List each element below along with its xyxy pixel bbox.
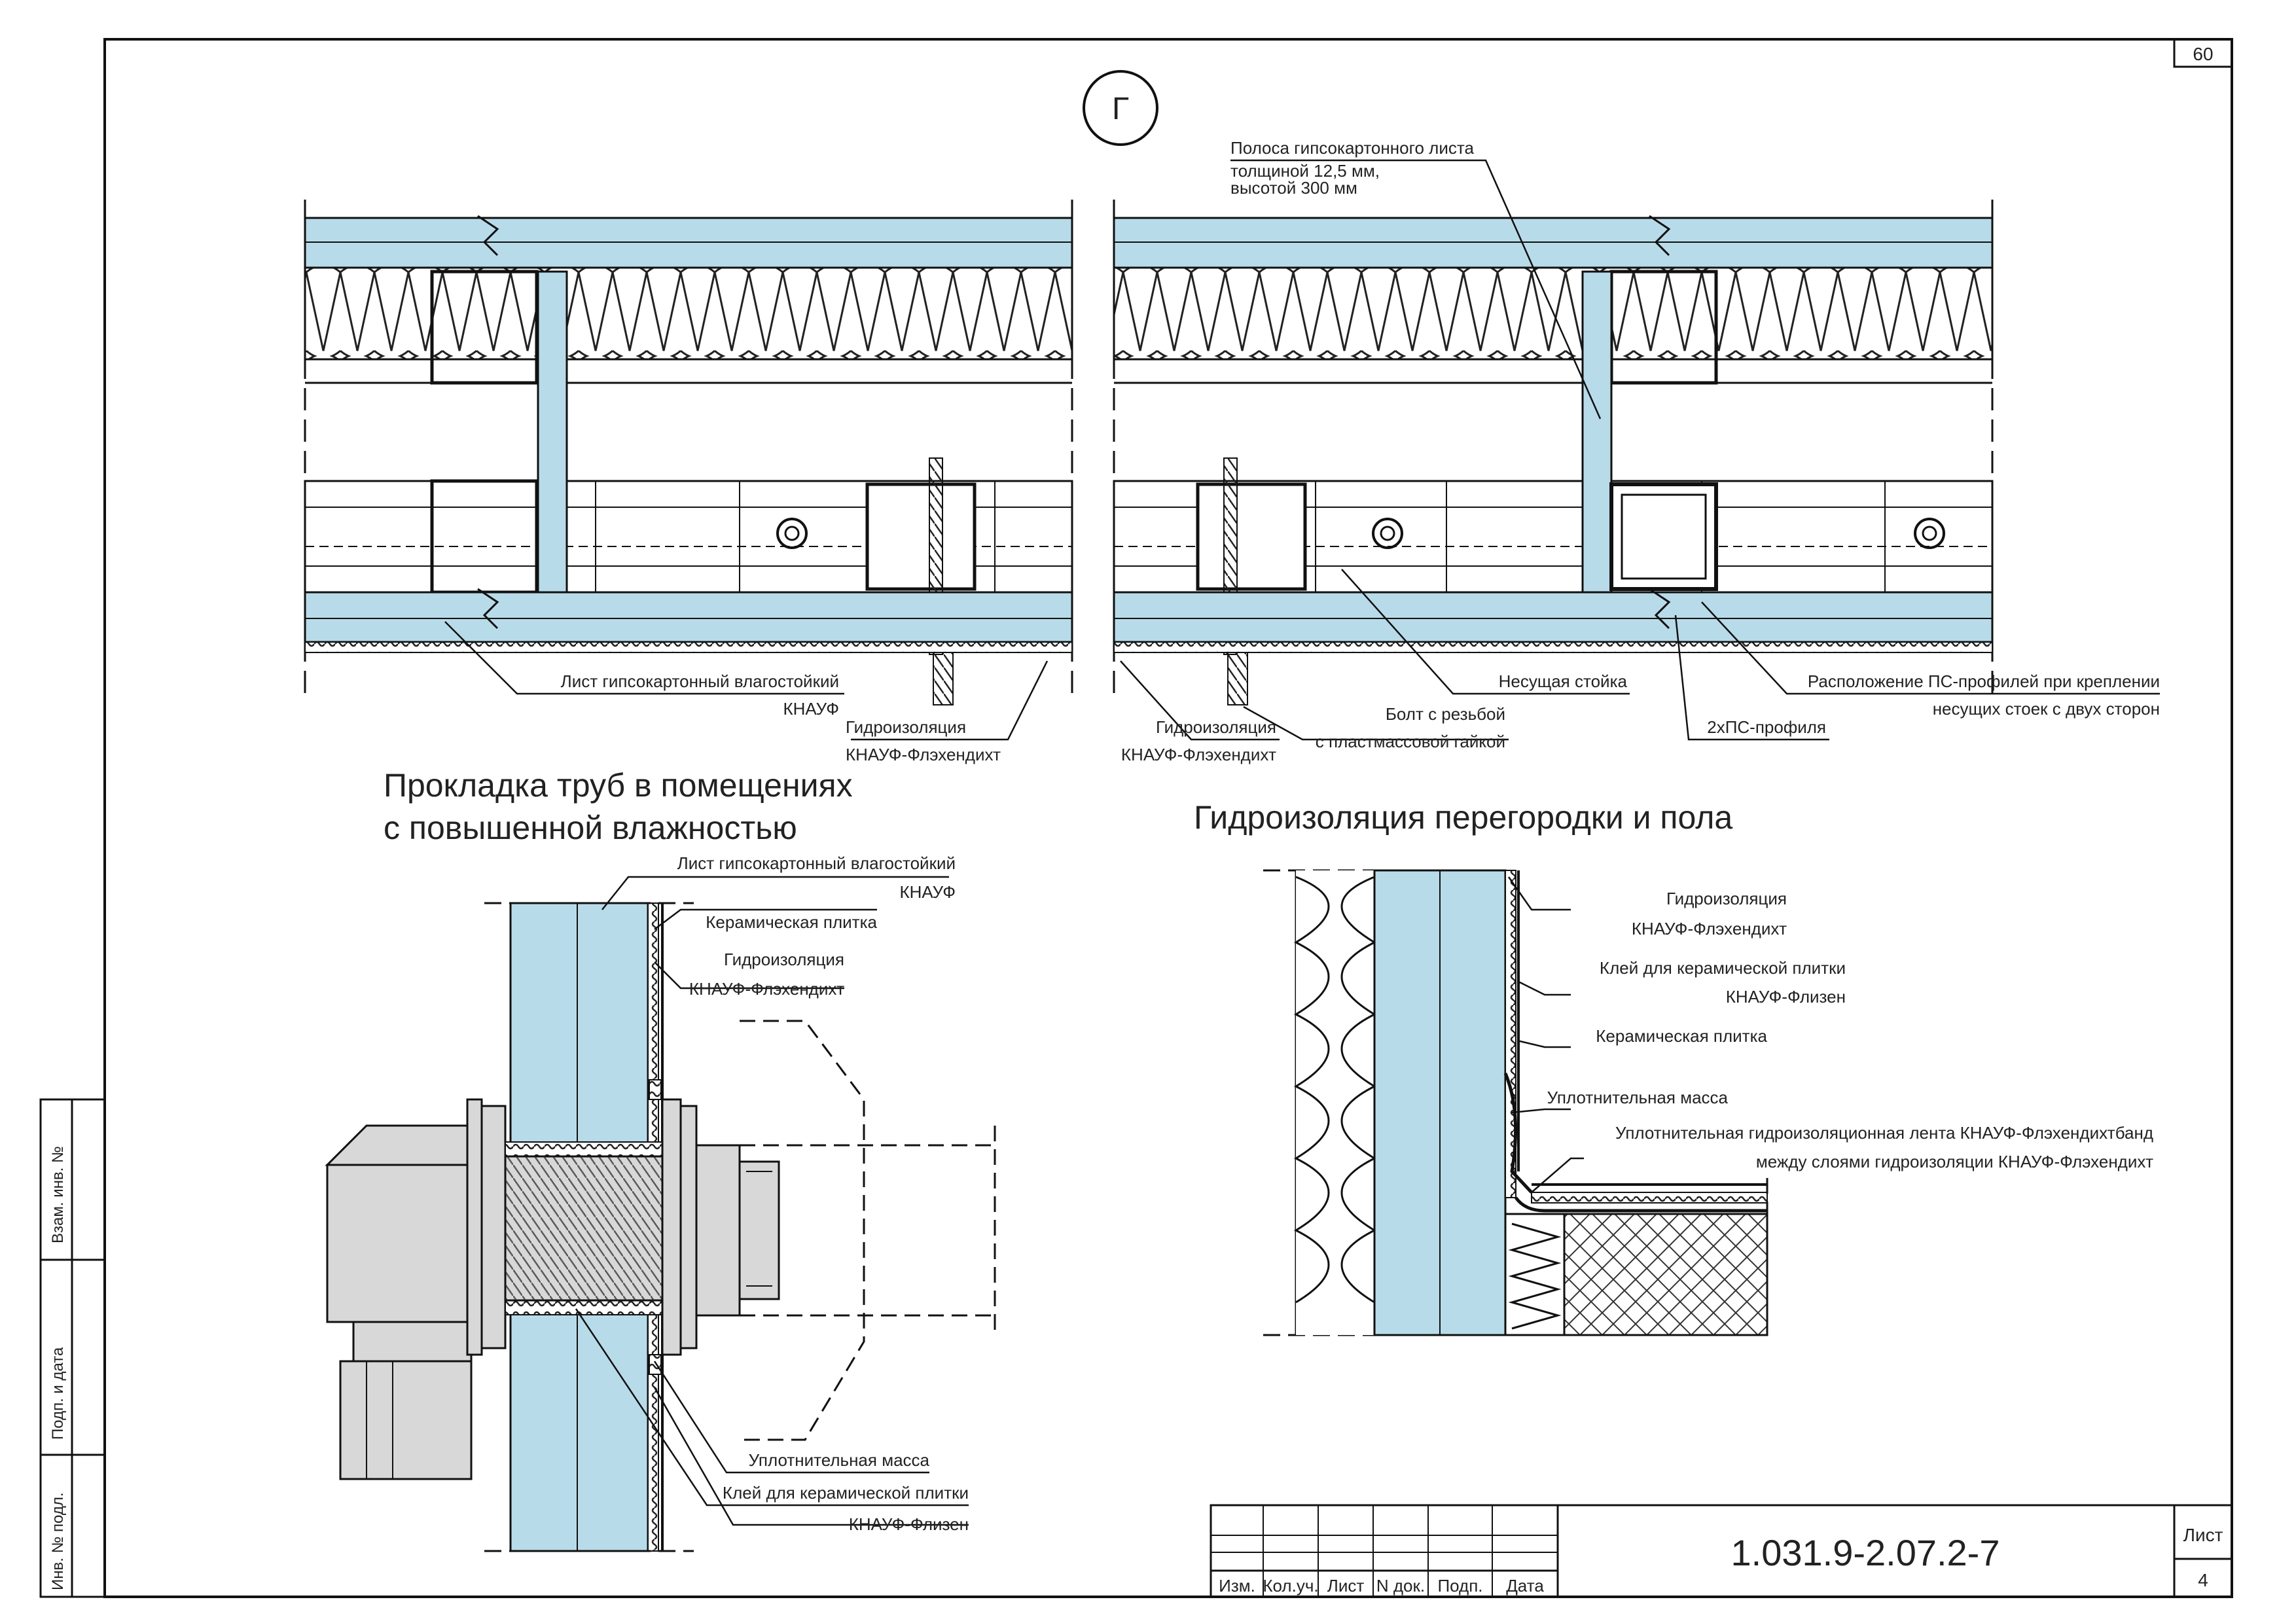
stamp-col-list: Лист	[1327, 1576, 1365, 1596]
pipe-leaders	[575, 876, 969, 1526]
floor-wp-label-1: Гидроизоляция	[1666, 889, 1787, 908]
pipe-board-label-1: Лист гипсокартонный влагостойкий	[677, 853, 956, 873]
bolt-label-1: Болт с резьбой	[1386, 704, 1505, 724]
left-wp-label-2: КНАУФ-Флэхендихт	[846, 745, 1001, 764]
top-right-plan	[1113, 200, 1994, 705]
left-board-label-1: Лист гипсокартонный влагостойкий	[561, 671, 839, 691]
pipe-board-label-2: КНАУФ	[899, 882, 956, 902]
side-field-inv: Инв. № подл.	[49, 1493, 67, 1591]
stud-label: Несущая стойка	[1499, 671, 1628, 691]
pipe-glue-label-1: Клей для керамической плитки	[723, 1483, 969, 1503]
ps2-label: 2хПС-профиля	[1707, 717, 1826, 737]
strip-label-1: Полоса гипсокартонного листа	[1230, 138, 1474, 158]
stamp-col-koluch: Кол.уч.	[1263, 1576, 1318, 1596]
side-field-replace: Взам. инв. №	[49, 1146, 67, 1243]
floor-tile-label: Керамическая плитка	[1596, 1026, 1767, 1046]
pipe-title-2: с повышенной влажностью	[384, 810, 797, 846]
list-number: 4	[2198, 1570, 2208, 1590]
floor-sealant-label: Уплотнительная масса	[1547, 1088, 1729, 1107]
floor-title: Гидроизоляция перегородки и пола	[1194, 799, 1732, 836]
list-label: Лист	[2183, 1525, 2223, 1545]
section-letter: Г	[1112, 92, 1129, 126]
right-wp-label-1: Гидроизоляция	[1156, 717, 1276, 737]
stamp-col-data: Дата	[1506, 1576, 1544, 1596]
strip-label-3: высотой 300 мм	[1230, 178, 1357, 198]
stamp-col-ndok: N док.	[1376, 1576, 1425, 1596]
title-block: Изм. Кол.уч. Лист N док. Подп. Дата 1.03…	[1210, 1504, 2233, 1598]
left-board-label-2: КНАУФ	[783, 699, 839, 719]
pipe-title-1: Прокладка труб в помещениях	[384, 767, 853, 804]
floor-glue-label-2: КНАУФ-Флизен	[1726, 987, 1846, 1007]
stamp-col-podp: Подп.	[1437, 1576, 1482, 1596]
bolt-label-2: с пластмассовой гайкой	[1316, 732, 1505, 751]
floor-glue-label-1: Клей для керамической плитки	[1600, 958, 1846, 978]
ps-place-label-2: несущих стоек с двух сторон	[1933, 699, 2160, 719]
pipe-glue-label-2: КНАУФ-Флизен	[849, 1514, 969, 1534]
pipe-wp-label-2: КНАУФ-Флэхендихт	[689, 979, 844, 999]
strip-label-2: толщиной 12,5 мм,	[1230, 161, 1380, 181]
ps-place-label-1: Расположение ПС-профилей при креплении	[1808, 671, 2160, 691]
pipe-wp-label-1: Гидроизоляция	[724, 950, 844, 969]
left-wp-label-1: Гидроизоляция	[846, 717, 966, 737]
drawing-code: 1.031.9-2.07.2-7	[1731, 1532, 2000, 1573]
floor-section-drawing	[1263, 869, 1768, 1336]
page-number: 60	[2193, 44, 2213, 64]
page-number-box	[2173, 38, 2233, 68]
top-left-plan	[304, 200, 1073, 705]
top-leaders	[444, 159, 2160, 741]
pipe-tile-label: Керамическая плитка	[706, 912, 877, 932]
right-wp-label-2: КНАУФ-Флэхендихт	[1121, 745, 1276, 764]
floor-wp-label-2: КНАУФ-Флэхендихт	[1632, 919, 1787, 938]
side-field-sign: Подп. и дата	[49, 1347, 67, 1440]
pipe-sealant-label: Уплотнительная масса	[749, 1450, 930, 1470]
stamp-col-izm: Изм.	[1219, 1576, 1255, 1596]
floor-tape-label-2: между слоями гидроизоляции КНАУФ-Флэхенд…	[1756, 1152, 2153, 1171]
side-stamp: Взам. инв. № Подп. и дата Инв. № подл.	[39, 1098, 106, 1598]
pipe-section-drawing	[325, 902, 996, 1552]
floor-leaders	[1507, 876, 1584, 1193]
section-marker	[1083, 70, 1158, 146]
sheet-frame	[103, 38, 2233, 1598]
floor-tape-label-1: Уплотнительная гидроизоляционная лента К…	[1615, 1123, 2153, 1143]
